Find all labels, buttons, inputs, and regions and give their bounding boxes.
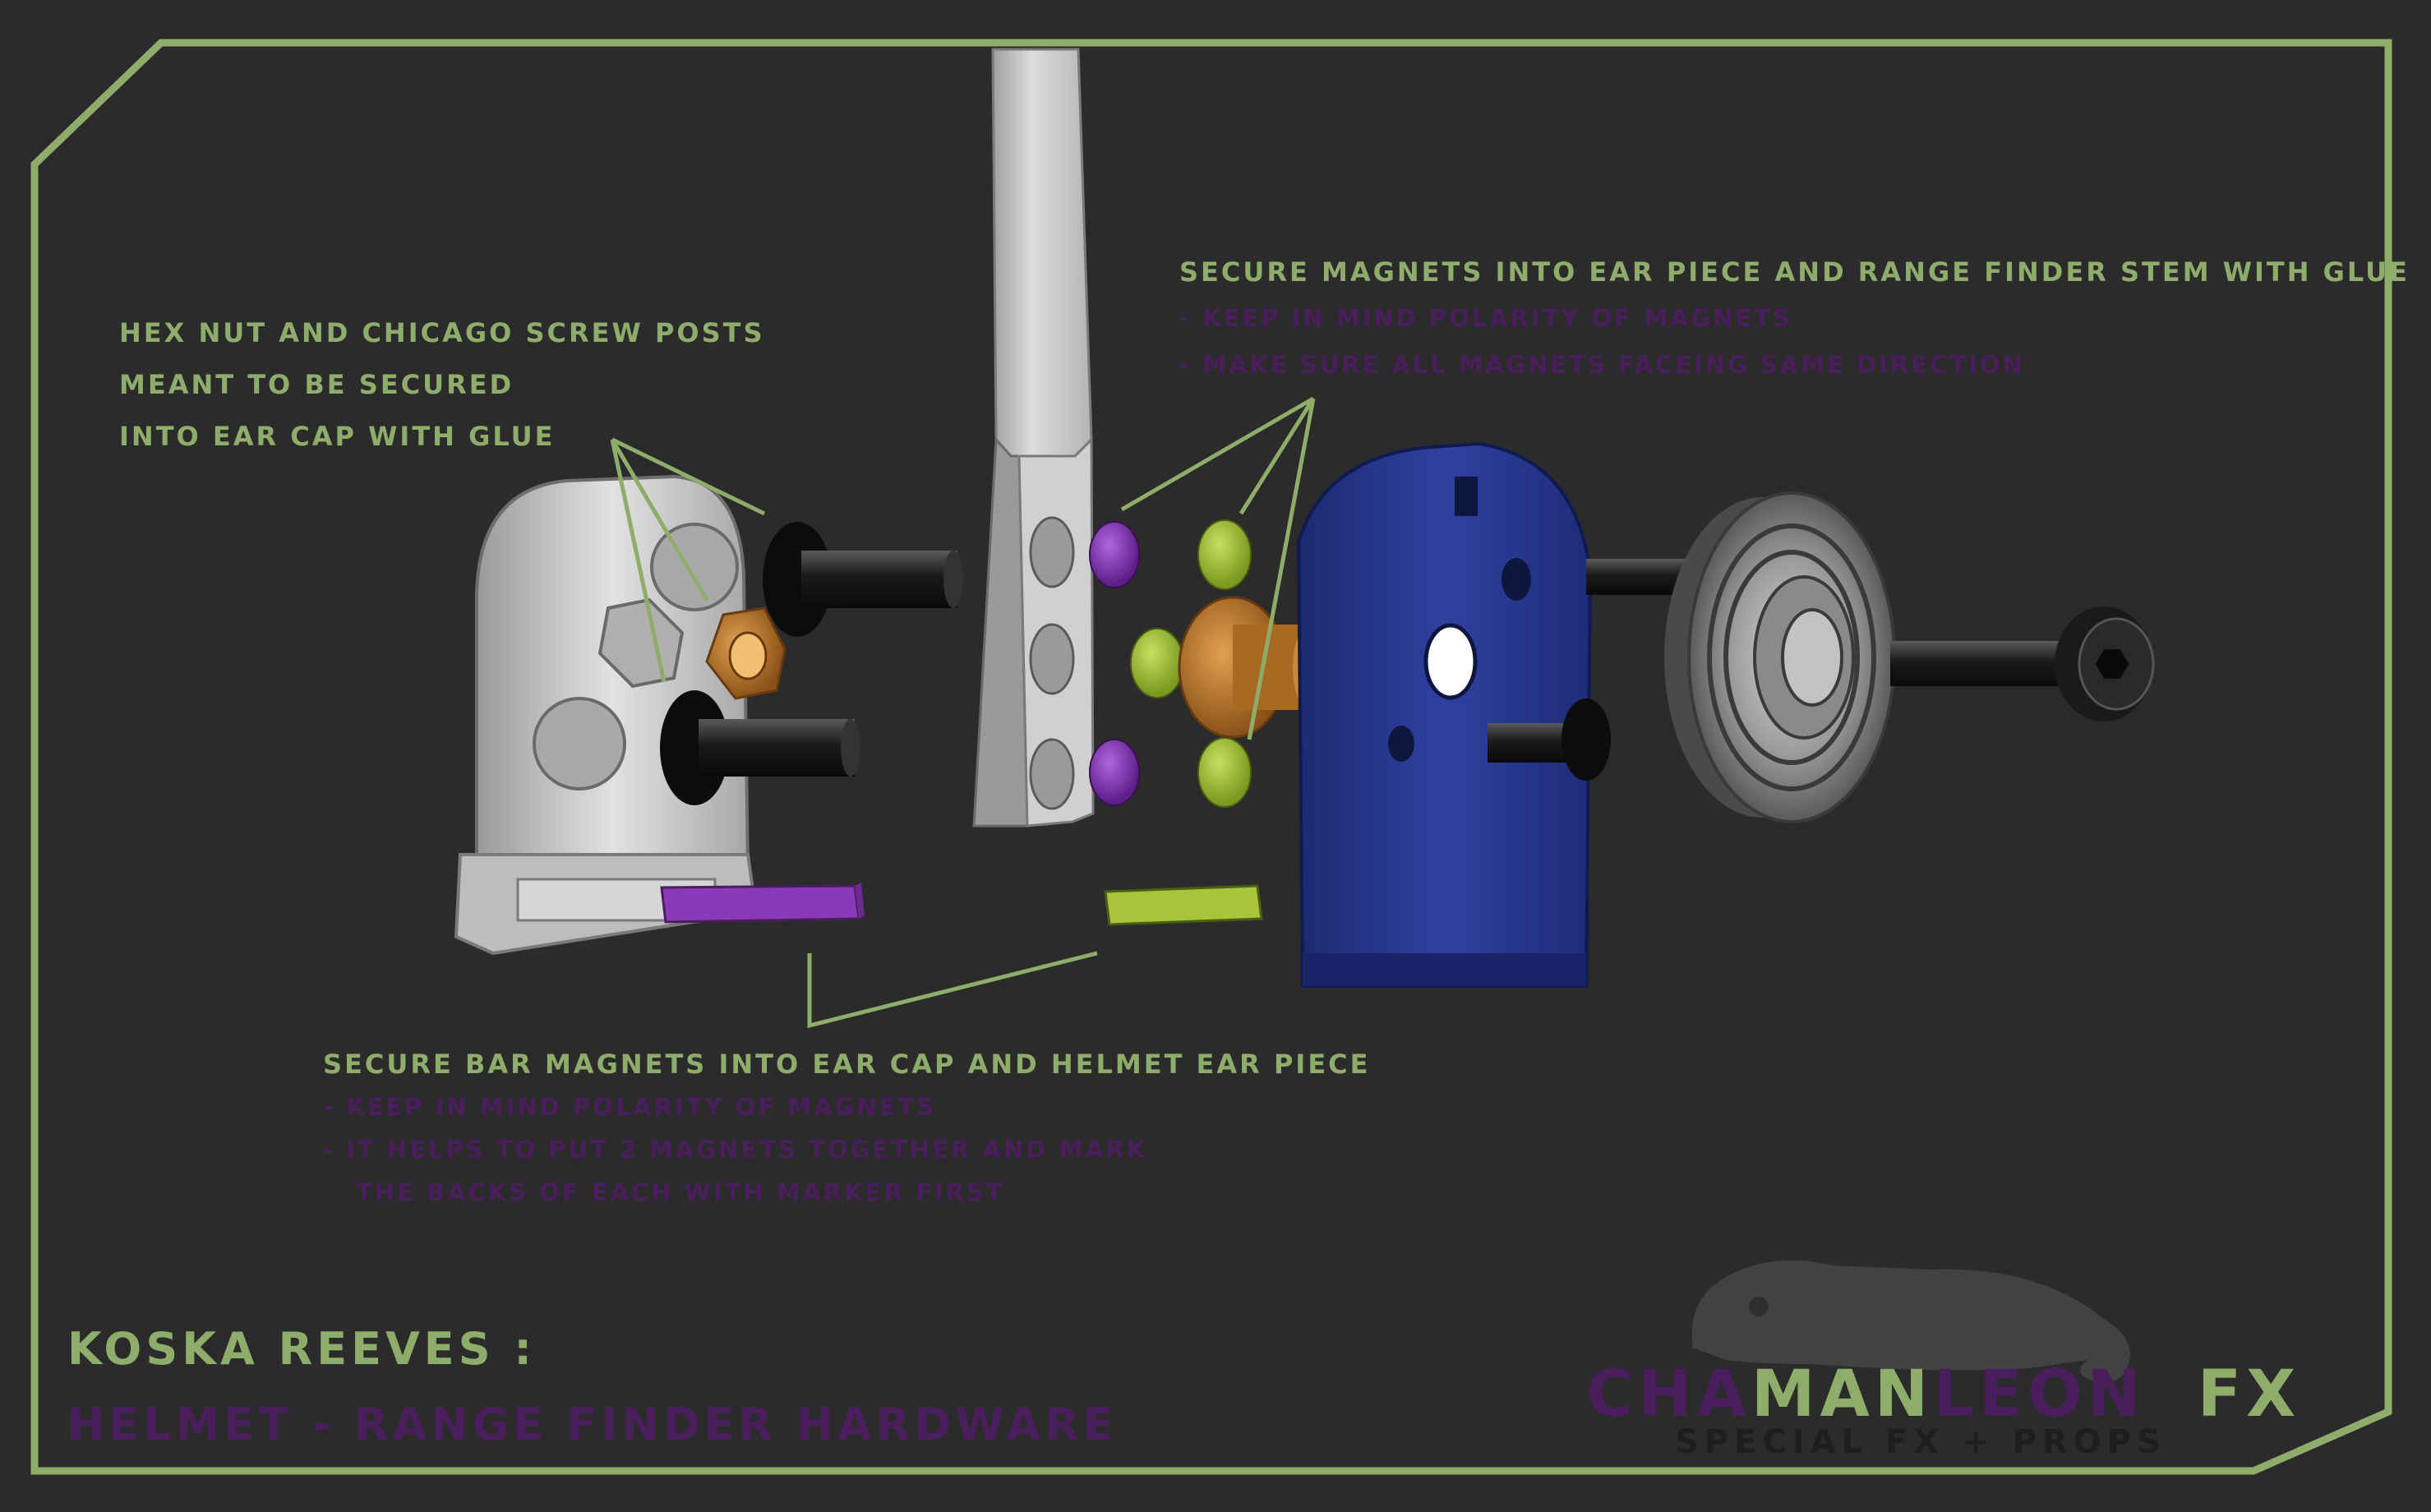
- leader-lines: [610, 396, 1316, 1029]
- hex-nut-note-line-2: MEANT TO BE SECURED: [119, 369, 514, 400]
- hex-nut-note-line-3: INTO EAR CAP WITH GLUE: [119, 421, 556, 452]
- ear-piece-screw: [1488, 698, 1611, 781]
- magnets-note-point-1: - KEEP IN MIND POLARITY OF MAGNETS: [1179, 304, 1793, 332]
- chicago-screw-post-lower: [660, 690, 860, 805]
- bar-magnets-note-heading: SECURE BAR MAGNETS INTO EAR CAP AND HELM…: [323, 1049, 1371, 1080]
- bar-magnets-note-point-1: - KEEP IN MIND POLARITY OF MAGNETS: [323, 1093, 937, 1121]
- hex-nut-part: [705, 606, 786, 700]
- bar-magnets-note-point-3: THE BACKS OF EACH WITH MARKER FIRST: [356, 1178, 1005, 1206]
- brand-part-2: MAN: [1751, 1358, 1934, 1431]
- bar-magnets-note-point-2: - IT HELPS TO PUT 2 MAGNETS TOGETHER AND…: [323, 1136, 1148, 1164]
- bar-magnet-right: [1104, 884, 1263, 926]
- round-magnets: [1089, 519, 1252, 808]
- helmet-ear-piece: [1296, 441, 1593, 988]
- socket-head-screw: [1890, 606, 2155, 721]
- chicago-screw-post-upper: [763, 522, 963, 637]
- brand-part-1: CHA: [1586, 1358, 1751, 1431]
- bar-magnet-left: [660, 883, 865, 924]
- magnets-note-point-2: - MAKE SURE ALL MAGNETS FACEING SAME DIR…: [1179, 351, 2025, 379]
- chameleon-icon: [1691, 1260, 2130, 1383]
- magnets-note-heading: SECURE MAGNETS INTO EAR PIECE AND RANGE …: [1179, 256, 2410, 288]
- brand-part-4: FX: [2197, 1358, 2301, 1431]
- range-finder-wheel: [1664, 491, 1896, 823]
- brand-tagline: SPECIAL FX + PROPS: [1675, 1423, 2166, 1461]
- brand-part-3: LEON: [1933, 1358, 2146, 1431]
- frame-border: [30, 39, 2392, 1475]
- brand-logo: CHAMANLEON FX: [1586, 1358, 2300, 1431]
- hex-nut-note-line-1: HEX NUT AND CHICAGO SCREW POSTS: [119, 317, 765, 348]
- project-subtitle: HELMET - RANGE FINDER HARDWARE: [67, 1399, 1118, 1450]
- range-finder-stem: [972, 48, 1095, 827]
- project-title: KOSKA REEVES :: [67, 1323, 536, 1375]
